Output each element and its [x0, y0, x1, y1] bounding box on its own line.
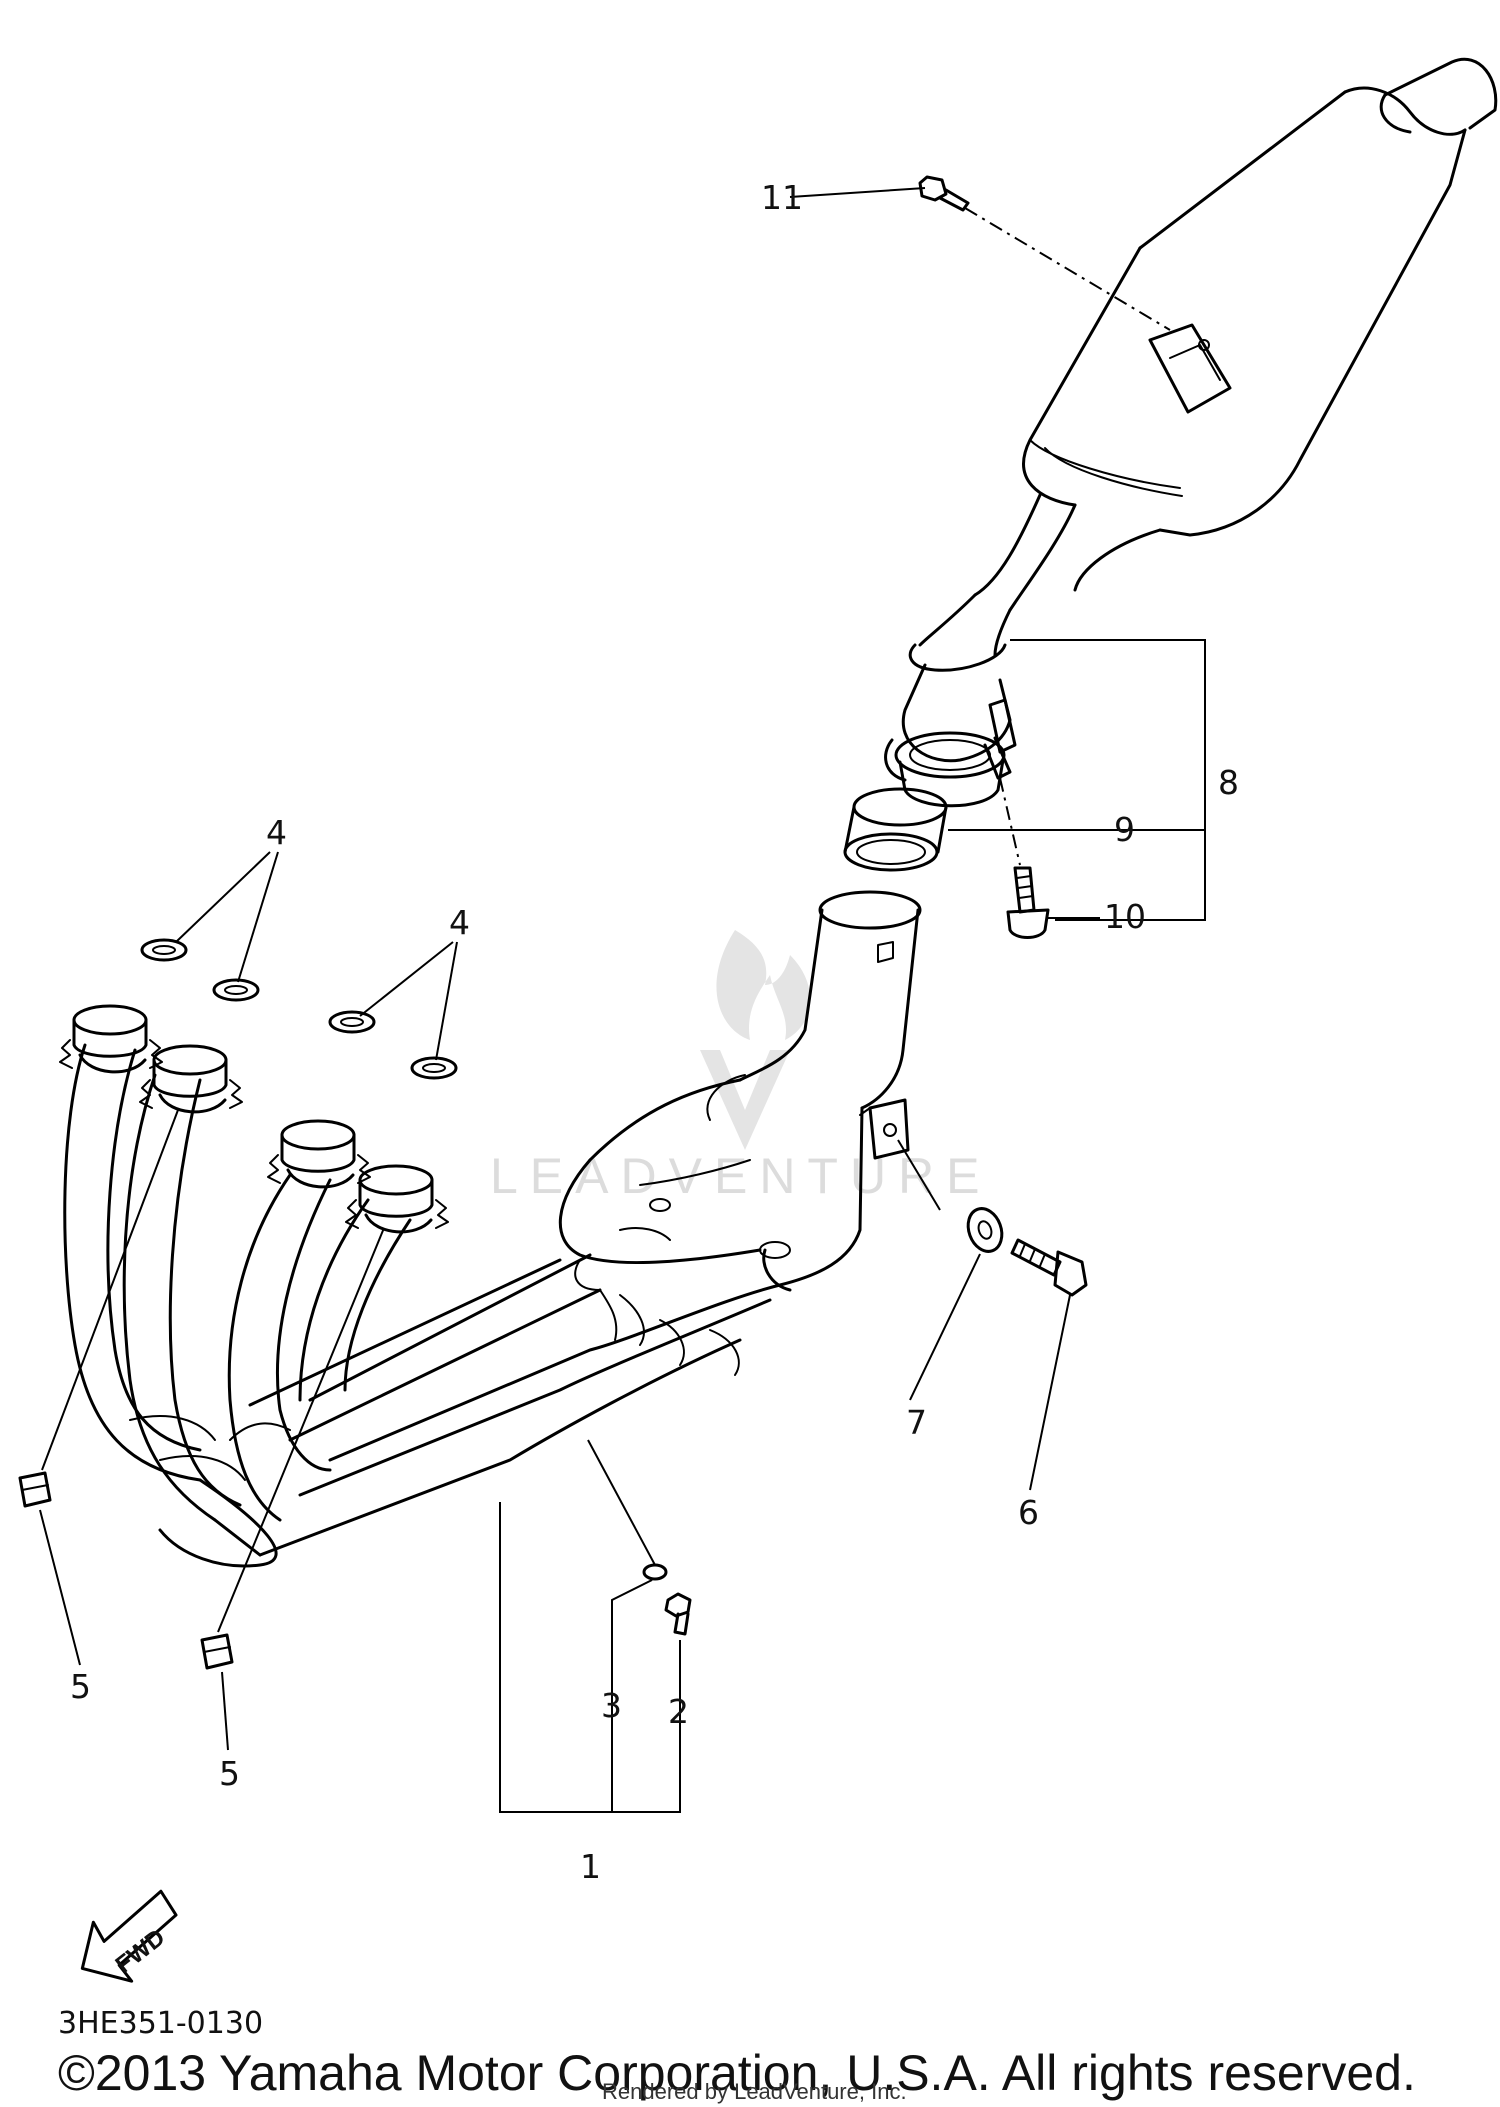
nuts-5 [18, 1471, 234, 1670]
exhaust-flange-3 [267, 1119, 371, 1189]
small-parts [642, 1563, 692, 1636]
callout-9: 9 [1114, 810, 1135, 849]
callout-4a: 4 [266, 813, 287, 852]
fwd-label: FWD [111, 1924, 171, 1979]
bolt-11 [918, 175, 970, 212]
callout-6: 6 [1018, 1493, 1039, 1532]
bolt-6 [1010, 1238, 1088, 1297]
exhaust-flange-1 [59, 1004, 163, 1074]
leader-lines [39, 187, 1206, 1813]
watermark-text: LEADVENTURE [490, 1148, 992, 1204]
exhaust-pipe-assembly [59, 890, 922, 1568]
callout-5b: 5 [219, 1754, 240, 1793]
callout-10: 10 [1104, 897, 1146, 936]
callout-4b: 4 [449, 903, 470, 942]
forward-direction-arrow: FWD [80, 1889, 178, 1983]
drawing-code: 3HE351-0130 [58, 2006, 263, 2041]
callout-3: 3 [601, 1686, 622, 1725]
callout-2: 2 [668, 1692, 689, 1731]
rendered-by-credit: Rendered by LeadVenture, Inc. [602, 2079, 907, 2104]
washer [966, 1207, 1004, 1253]
exhaust-flange-2 [139, 1044, 243, 1114]
gaskets-4 [140, 938, 458, 1080]
callout-5a: 5 [70, 1667, 91, 1706]
callout-7: 7 [906, 1403, 927, 1442]
callout-labels: 1 2 3 4 4 5 5 6 7 8 9 10 11 [70, 178, 1239, 1886]
gasket [843, 787, 948, 872]
leadventure-watermark: LEADVENTURE [490, 930, 992, 1204]
copyright-notice: ©2013 Yamaha Motor Corporation, U.S.A. A… [58, 2045, 1416, 2101]
muffler [908, 58, 1498, 672]
clamp [884, 663, 1017, 808]
bolt-10 [1006, 866, 1050, 939]
exhaust-flange-4 [345, 1164, 449, 1234]
callout-1: 1 [580, 1847, 601, 1886]
callout-11: 11 [761, 178, 803, 217]
callout-8: 8 [1218, 763, 1239, 802]
